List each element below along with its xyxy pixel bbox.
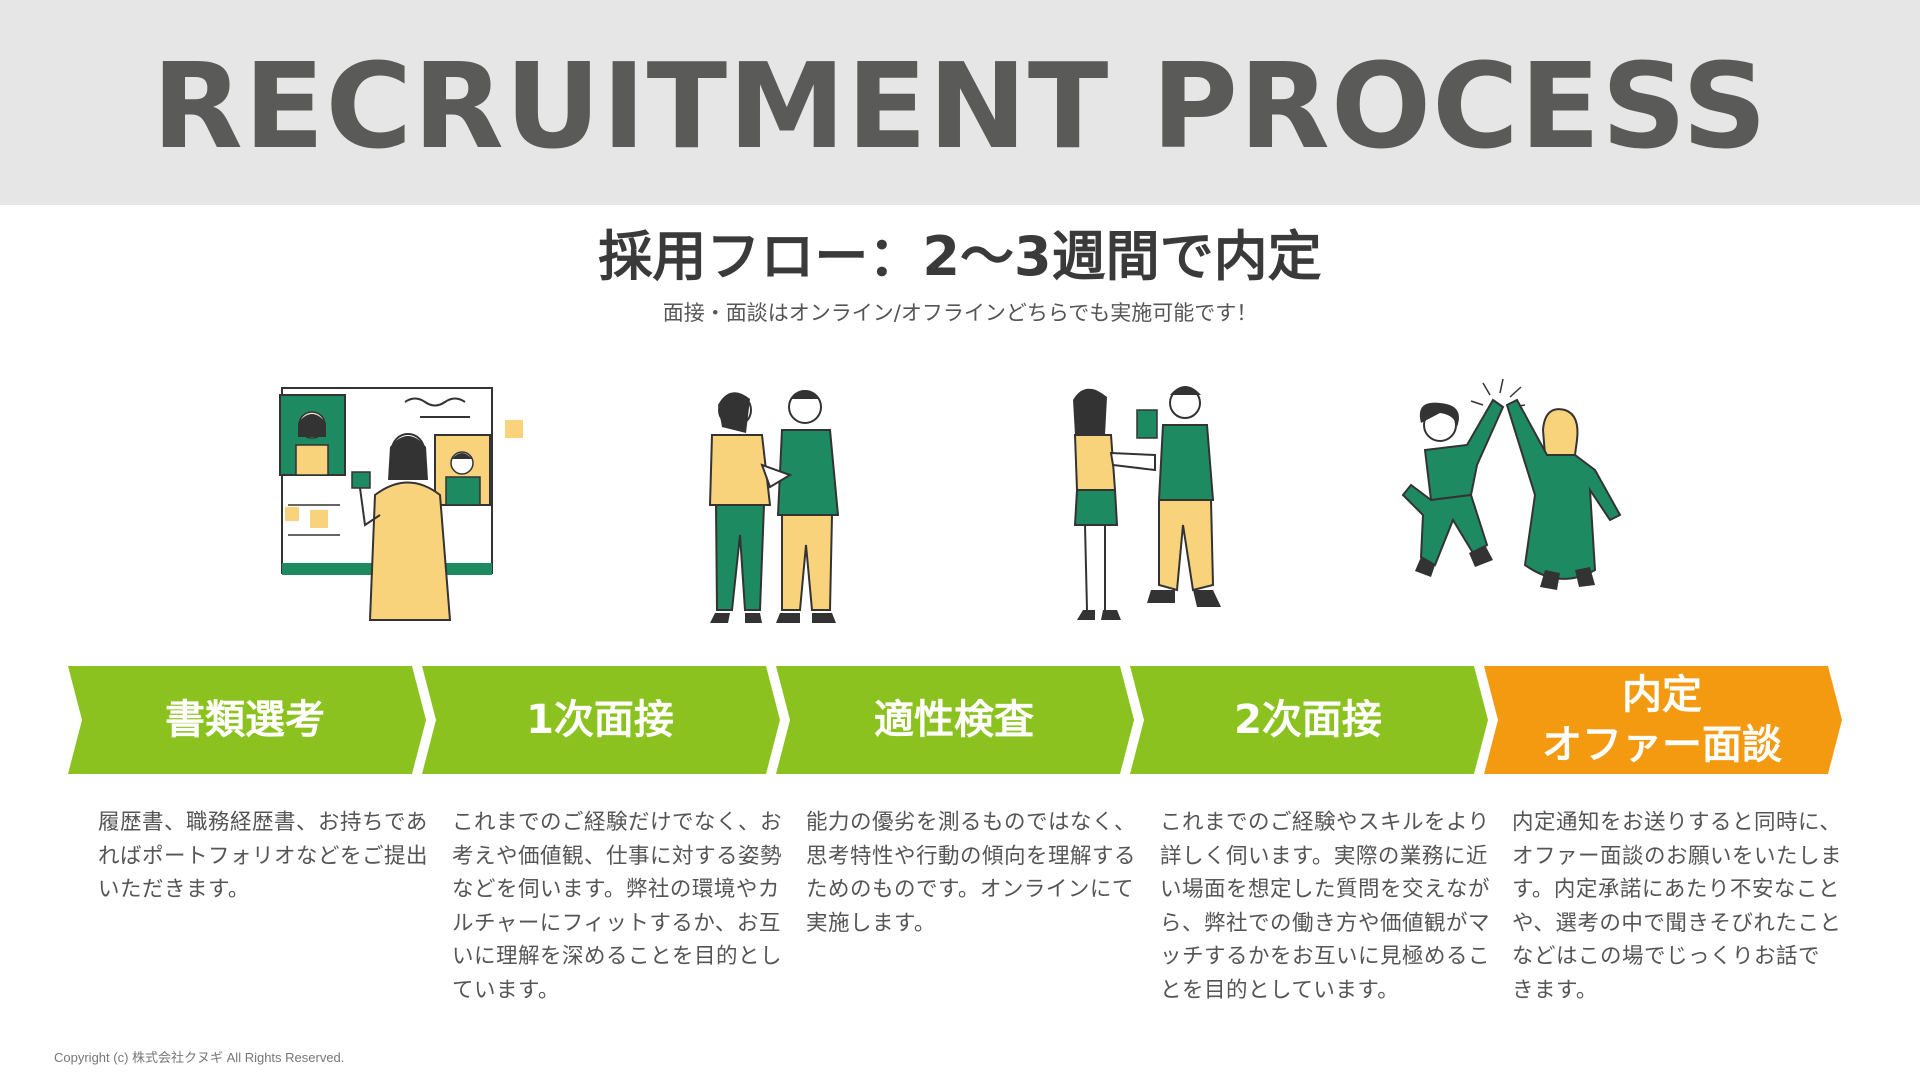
step-arrow-2 (422, 666, 780, 774)
step-arrow-1 (68, 666, 426, 774)
step-label-2: 1次面接 (526, 697, 674, 743)
high-five-illustration (1401, 378, 1622, 590)
online-offline-note: 面接・面談はオンライン/オフラインどちらでも実施可能です！ (662, 301, 1258, 325)
step-label-5: 内定 オファー面談 (1542, 672, 1782, 768)
header-band: RECRUITMENT PROCESS (0, 0, 1920, 205)
step-arrow-5 (1484, 666, 1842, 774)
copyright-text: Copyright (c) 株式会社クヌギ All Rights Reserve… (54, 1050, 345, 1065)
step-description-5: 内定通知をお送りすると同時に、オファー面談のお願いをいたします。内定承諾にあたり… (1512, 810, 1843, 1003)
step-arrow-3 (776, 666, 1134, 774)
step-description-2: これまでのご経験だけでなく、お考えや価値観、仕事に対する姿勢などを伺います。弊社… (452, 810, 783, 1003)
video-call-illustration (279, 387, 523, 621)
step-label-3: 適性検査 (874, 697, 1034, 743)
step-description-4: これまでのご経験やスキルをより詳しく伺います。実際の業務に近い場面を想定した質問… (1160, 810, 1491, 1003)
process-arrows (68, 666, 1842, 774)
step-label-4: 2次面接 (1234, 697, 1382, 743)
document-handover-illustration (1073, 386, 1221, 620)
step-description-1: 履歴書、職務経歴書、お持ちであればポートフォリオなどをご提出いただきます。 (98, 810, 429, 902)
process-subtitle: 採用フロー：2〜3週間で内定 (598, 225, 1322, 288)
step-label-1: 書類選考 (165, 697, 325, 743)
handshake-illustration (708, 390, 840, 623)
page-title: RECRUITMENT PROCESS (151, 37, 1769, 175)
step-arrow-4 (1130, 666, 1488, 774)
step-description-3: 能力の優劣を測るものではなく、思考特性や行動の傾向を理解するためのものです。オン… (806, 810, 1137, 936)
